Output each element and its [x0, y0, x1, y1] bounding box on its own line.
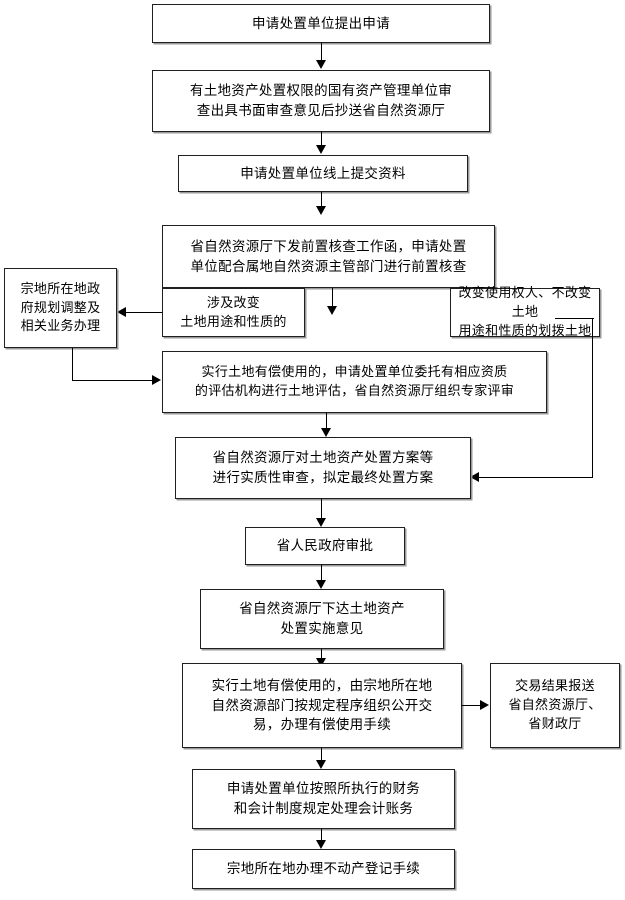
- edge-local-gov-to-appraisal-vline: [72, 348, 73, 381]
- node-implementation-opinion-label: 省自然资源厅下达土地资产 处置实施意见: [239, 601, 405, 636]
- edge-apply-to-state-asset-review-line: [321, 43, 322, 61]
- node-provincial-gov-approval-label: 省人民政府审批: [276, 538, 374, 554]
- node-apply[interactable]: 申请处置单位提出申请: [152, 4, 490, 43]
- edge-transaction-to-accounting-arrow: [316, 760, 326, 769]
- edge-accounting-to-registration-line: [321, 829, 322, 841]
- node-report-result[interactable]: 交易结果报送 省自然资源厅、 省财政厅: [490, 663, 620, 748]
- edge-transfer-user-loop-top: [555, 318, 594, 319]
- edge-gov-approval-to-implementation-arrow: [316, 580, 326, 589]
- edge-implementation-to-transaction-arrow: [316, 658, 326, 667]
- node-registration[interactable]: 宗地所在地办理不动产登记手续: [192, 849, 455, 889]
- edge-gov-approval-to-implementation-line: [321, 565, 322, 581]
- edge-appraisal-to-substantive-arrow: [321, 428, 331, 437]
- edge-state-asset-review-to-online-submit-arrow: [316, 145, 326, 154]
- node-state-asset-review-label: 有土地资产处置权限的国有资产管理单位审 查出具书面审查意见后抄送省自然资源厅: [189, 83, 453, 118]
- node-substantive-review-label: 省自然资源厅对土地资产处置方案等 进行实质性审查，拟定最终处置方案: [212, 450, 434, 485]
- edge-substantive-to-gov-approval-arrow: [316, 518, 326, 527]
- edge-transfer-user-loop-bottom: [479, 477, 593, 478]
- edge-local-gov-to-appraisal-hline: [72, 380, 153, 381]
- node-report-result-label: 交易结果报送 省自然资源厅、 省财政厅: [508, 678, 602, 731]
- node-provincial-gov-approval[interactable]: 省人民政府审批: [245, 527, 405, 565]
- node-substantive-review[interactable]: 省自然资源厅对土地资产处置方案等 进行实质性审查，拟定最终处置方案: [175, 437, 471, 499]
- edge-apply-to-state-asset-review-arrow: [316, 60, 326, 69]
- node-apply-label: 申请处置单位提出申请: [252, 15, 390, 31]
- node-paid-use-appraisal-label: 实行土地有偿使用的，申请处置单位委托有相应资质 的评估机构进行土地评估，省自然资…: [194, 364, 515, 398]
- node-online-submit[interactable]: 申请处置单位线上提交资料: [178, 155, 468, 192]
- node-accounting-label: 申请处置单位按照所执行的财务 和会计制度规定处理会计账务: [226, 781, 421, 816]
- edge-accounting-to-registration-arrow: [316, 840, 326, 849]
- node-implementation-opinion[interactable]: 省自然资源厅下达土地资产 处置实施意见: [200, 589, 444, 649]
- node-registration-label: 宗地所在地办理不动产登记手续: [226, 861, 421, 877]
- edge-pre-check-split-arrow: [327, 306, 337, 315]
- node-state-asset-review[interactable]: 有土地资产处置权限的国有资产管理单位审 查出具书面审查意见后抄送省自然资源厅: [152, 70, 490, 132]
- edge-local-gov-to-appraisal-arrow: [152, 375, 161, 385]
- node-accounting[interactable]: 申请处置单位按照所执行的财务 和会计制度规定处理会计账务: [192, 769, 455, 829]
- edge-change-use-to-local-gov-arrow: [117, 307, 126, 317]
- node-local-gov-planning-label: 宗地所在地政 府规划调整及 相关业务办理: [20, 280, 101, 334]
- edge-transaction-to-accounting-line: [321, 748, 322, 761]
- edge-state-asset-review-to-online-submit-line: [321, 132, 322, 146]
- node-paid-use-appraisal[interactable]: 实行土地有偿使用的，申请处置单位委托有相应资质 的评估机构进行土地评估，省自然资…: [162, 351, 547, 413]
- edge-transaction-to-report-line: [462, 705, 481, 706]
- edge-substantive-to-gov-approval-line: [321, 499, 322, 519]
- node-pre-check-label: 省自然资源厅下发前置核查工作函，申请处置 单位配合属地自然资源主管部门进行前置核…: [190, 238, 467, 274]
- node-branch-transfer-user[interactable]: 改变使用权人、不改变土地 用途和性质的划拨土地: [450, 285, 600, 338]
- node-branch-change-use-label: 涉及改变 土地用途和性质的: [180, 294, 287, 329]
- edge-transaction-to-report-arrow: [480, 700, 489, 710]
- edge-appraisal-to-substantive-line: [326, 413, 327, 429]
- node-online-submit-label: 申请处置单位线上提交资料: [240, 165, 406, 181]
- edge-implementation-to-transaction-line: [321, 649, 322, 659]
- edge-online-submit-to-pre-check-line: [321, 192, 322, 207]
- node-branch-transfer-user-label: 改变使用权人、不改变土地 用途和性质的划拨土地: [458, 285, 592, 338]
- node-branch-change-use[interactable]: 涉及改变 土地用途和性质的: [162, 288, 305, 337]
- node-local-gov-planning[interactable]: 宗地所在地政 府规划调整及 相关业务办理: [4, 268, 117, 348]
- edge-pre-check-split-line: [332, 288, 333, 307]
- edge-transfer-user-loop-arrow: [470, 472, 479, 482]
- edge-transfer-user-loop-vertical: [592, 318, 593, 478]
- node-pre-check[interactable]: 省自然资源厅下发前置核查工作函，申请处置 单位配合属地自然资源主管部门进行前置核…: [162, 225, 495, 288]
- node-public-transaction-label: 实行土地有偿使用的，由宗地所在地 自然资源部门按规定程序组织公开交 易，办理有偿…: [211, 678, 433, 733]
- edge-online-submit-to-pre-check-arrow: [316, 206, 326, 215]
- node-public-transaction[interactable]: 实行土地有偿使用的，由宗地所在地 自然资源部门按规定程序组织公开交 易，办理有偿…: [182, 663, 462, 748]
- edge-change-use-to-local-gov-line: [126, 312, 162, 313]
